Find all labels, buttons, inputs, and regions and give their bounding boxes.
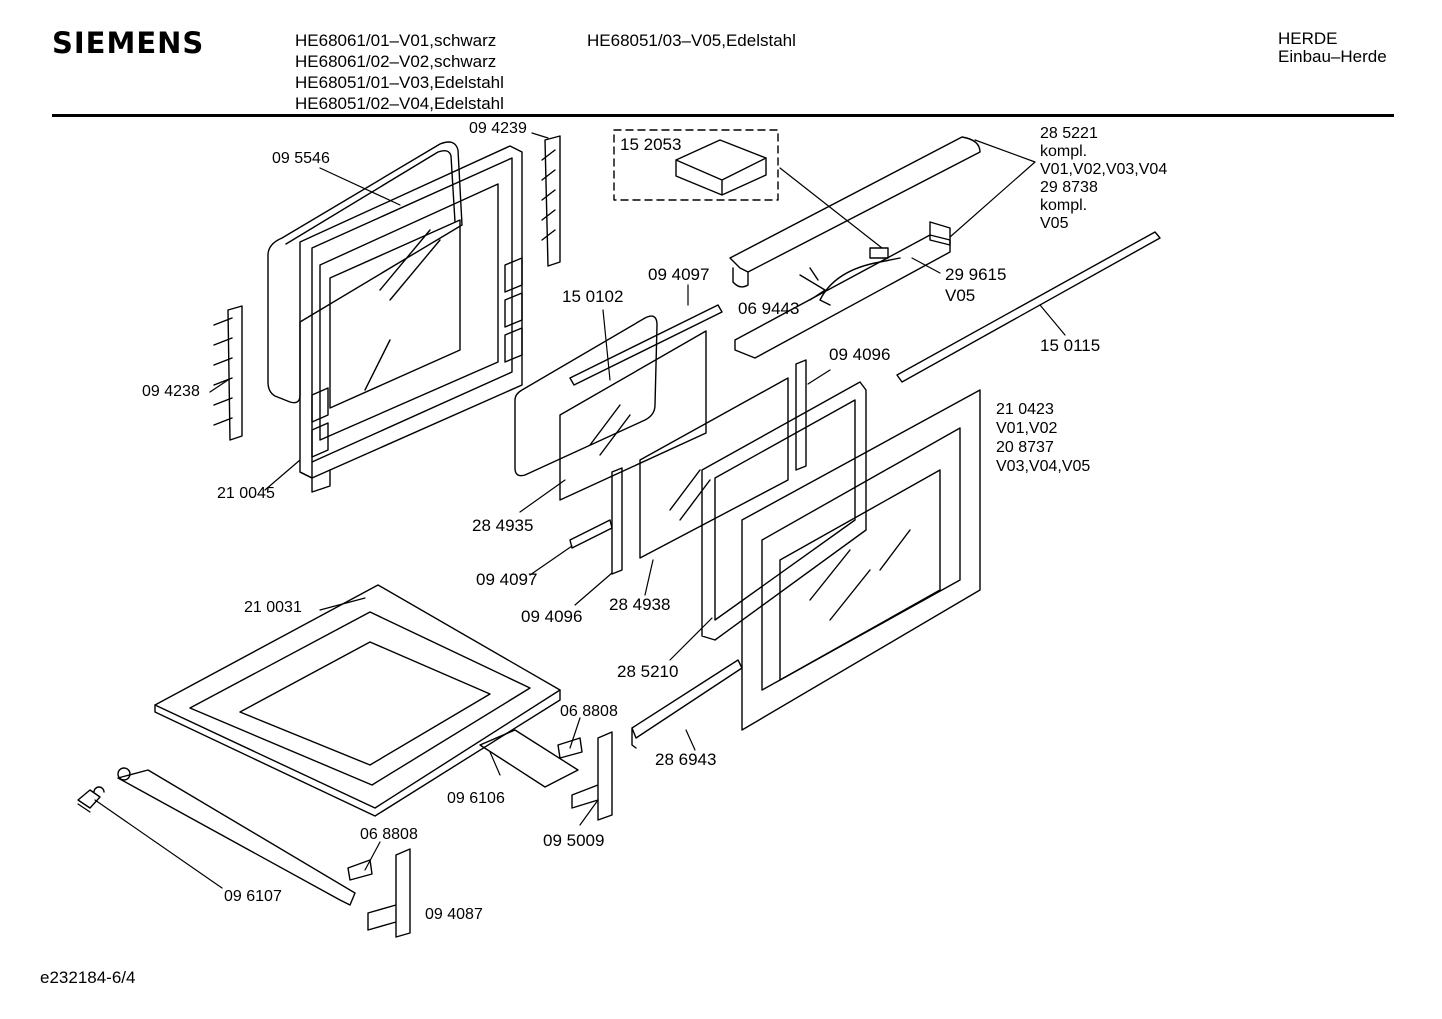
- support-rail: [479, 729, 579, 788]
- part-label-line: V01,V02,V03,V04: [1040, 161, 1168, 178]
- part-label-line: V05: [1040, 215, 1069, 232]
- part-label: 09 5546: [272, 150, 330, 167]
- part-label: 28 4935: [472, 516, 534, 535]
- brand-logo: SIEMENS: [52, 26, 205, 60]
- glass-pane-28-4935: [559, 330, 707, 501]
- corner-bracket-upper: [571, 731, 613, 821]
- part-label: 09 4097: [476, 570, 538, 589]
- seal-strip: [896, 231, 1161, 383]
- part-label-line: kompl.: [1040, 197, 1088, 214]
- hinge-rack-right: [544, 135, 561, 267]
- part-label: 28 6943: [655, 750, 717, 769]
- part-label: 09 4238: [142, 383, 200, 400]
- part-label: 09 6106: [447, 790, 505, 807]
- category-label: HERDE Einbau–Herde: [1278, 30, 1387, 66]
- part-label: 15 2053: [620, 135, 682, 154]
- glass-holder-left: [611, 467, 623, 575]
- part-label-line: 29 9615: [945, 265, 1007, 284]
- model-line: HE68051/01–V03,Edelstahl: [295, 73, 504, 92]
- part-label: 15 0115: [1040, 336, 1101, 355]
- inner-door-frame: [299, 145, 523, 479]
- inner-frame-28-5210: [701, 381, 867, 641]
- model-line: HE68051/03–V05,Edelstahl: [587, 31, 796, 50]
- part-label: 15 0102: [562, 287, 624, 306]
- glass-pane-28-4938: [639, 377, 789, 559]
- part-label: 09 4096: [521, 607, 583, 626]
- drawing-id: e232184-6/4: [40, 968, 136, 987]
- part-label: 06 8808: [360, 826, 418, 843]
- part-label: 09 4096: [829, 345, 891, 364]
- front-rail: [117, 769, 356, 906]
- bracket-profile: [734, 234, 951, 359]
- header-divider: [52, 114, 1394, 117]
- part-label: 28 4938: [609, 595, 671, 614]
- leader-lines: [77, 132, 1066, 889]
- category-line: Einbau–Herde: [1278, 47, 1387, 66]
- part-label-line: 20 8737: [996, 439, 1054, 456]
- part-label-line: V05: [945, 286, 976, 305]
- part-label-line: 29 8738: [1040, 179, 1098, 196]
- part-label: 21 0045: [217, 485, 275, 502]
- part-label-group: 29 9615 V05: [945, 264, 1006, 306]
- outer-door-glass: [741, 389, 981, 731]
- part-label: 06 9443: [738, 299, 800, 318]
- door-seal: [267, 141, 463, 404]
- model-list-primary: HE68061/01–V01,schwarz HE68061/02–V02,sc…: [295, 30, 504, 114]
- part-label: 06 8808: [560, 703, 618, 720]
- part-label: 09 5009: [543, 831, 605, 850]
- bottom-profile: [631, 659, 743, 749]
- model-list-secondary: HE68051/03–V05,Edelstahl: [587, 30, 796, 51]
- part-label: 09 4097: [648, 265, 710, 284]
- hinge-rack-left: [227, 305, 243, 441]
- part-label: 21 0031: [244, 599, 302, 616]
- part-label-group: 28 5221 kompl. V01,V02,V03,V04 29 8738 k…: [1040, 125, 1167, 233]
- category-line: HERDE: [1278, 29, 1338, 48]
- part-label-line: 28 5221: [1040, 125, 1098, 142]
- part-label-line: 21 0423: [996, 401, 1054, 418]
- part-label: 09 4239: [469, 120, 527, 137]
- part-label: 09 6107: [224, 888, 282, 905]
- model-line: HE68051/02–V04,Edelstahl: [295, 94, 504, 113]
- glass-pane-outer: [514, 315, 658, 477]
- accessory-box: [613, 129, 779, 201]
- model-line: HE68061/01–V01,schwarz: [295, 31, 497, 50]
- door-seal-inner: [285, 149, 456, 245]
- part-label-line: V01,V02: [996, 420, 1058, 437]
- part-label: 09 4087: [425, 906, 483, 923]
- part-label: 28 5210: [617, 662, 679, 681]
- glass-holder-top: [569, 304, 723, 386]
- model-line: HE68061/02–V02,schwarz: [295, 52, 497, 71]
- part-label-group: 21 0423 V01,V02 20 8737 V03,V04,V05: [996, 400, 1090, 476]
- part-label-line: kompl.: [1040, 143, 1088, 160]
- top-trim-profile: [729, 136, 981, 273]
- part-label-line: V03,V04,V05: [996, 458, 1091, 475]
- corner-bracket-lower: [367, 848, 411, 938]
